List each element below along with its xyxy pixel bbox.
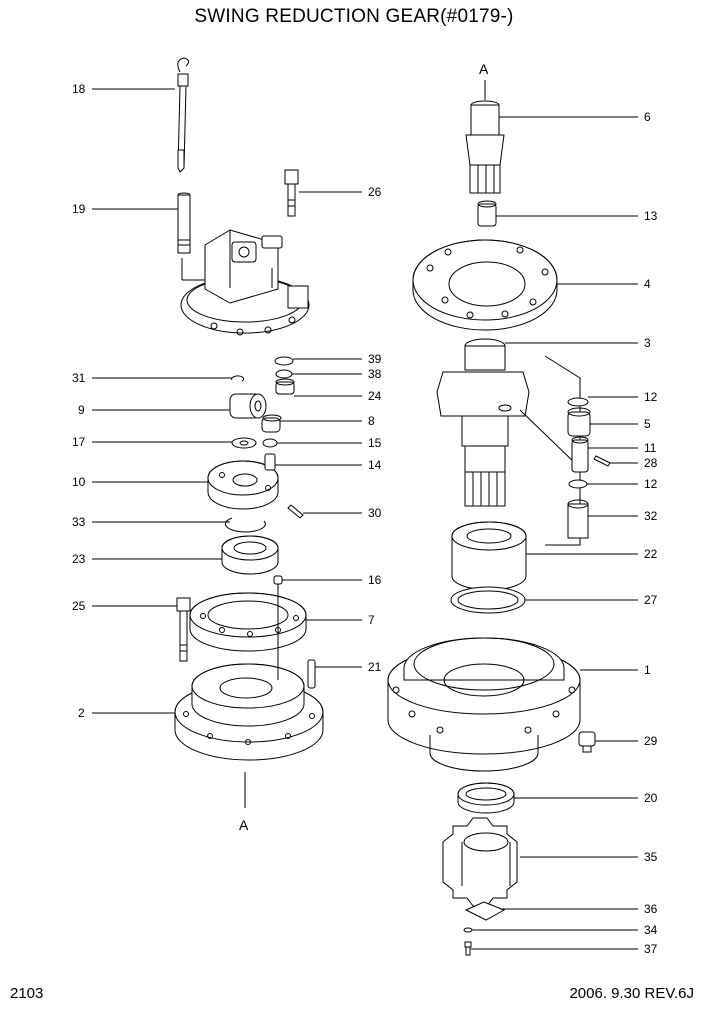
leader-lines-left <box>92 88 362 714</box>
part-main-housing <box>387 637 581 772</box>
callout-23: 23 <box>72 552 86 566</box>
part-bushing-32 <box>567 499 589 539</box>
part-bearing-22 <box>451 521 527 591</box>
part-bolt-25 <box>176 597 191 662</box>
callout-12b: 12 <box>644 477 658 491</box>
callout-38: 38 <box>368 367 382 381</box>
part-spring-pin-30 <box>287 504 304 519</box>
part-oil-seal-20 <box>457 782 515 814</box>
callout-29: 29 <box>644 734 658 748</box>
callout-25: 25 <box>72 599 86 613</box>
callout-24: 24 <box>368 389 382 403</box>
callout-8: 8 <box>368 414 375 428</box>
callout-22: 22 <box>644 547 658 561</box>
callout-15: 15 <box>368 436 382 450</box>
callout-20: 20 <box>644 791 658 805</box>
part-motor-housing <box>180 229 310 336</box>
part-snap-ring-33 <box>224 517 266 533</box>
callout-39: 39 <box>368 352 382 366</box>
callout-26: 26 <box>368 185 382 199</box>
part-washer-15 <box>262 438 278 448</box>
callout-3: 3 <box>644 336 651 350</box>
callout-5: 5 <box>644 417 651 431</box>
view-marker-top: A <box>479 61 489 77</box>
part-pin-16 <box>273 575 283 585</box>
part-ring-12b <box>568 479 588 489</box>
callout-30: 30 <box>368 506 382 520</box>
view-marker-bottom: A <box>239 817 249 833</box>
part-plug-29 <box>578 731 596 753</box>
part-carrier <box>207 453 279 510</box>
callout-35: 35 <box>644 850 658 864</box>
part-coupling <box>477 200 497 227</box>
part-bolt-37 <box>464 941 472 956</box>
part-pinion-shaft <box>465 80 505 194</box>
part-gear-5 <box>567 407 591 437</box>
callout-37: 37 <box>644 942 658 956</box>
part-small-rings <box>274 356 295 395</box>
part-ring-gear-4 <box>412 239 558 331</box>
part-needle-bearing <box>261 414 282 433</box>
callout-1: 1 <box>644 663 651 677</box>
part-dipstick <box>177 57 190 173</box>
callout-10: 10 <box>72 475 86 489</box>
page-title: SWING REDUCTION GEAR(#0179-) <box>194 6 514 27</box>
part-snap-ring-31 <box>231 375 245 382</box>
callout-31: 31 <box>72 371 86 385</box>
part-pinion-gear-35 <box>442 817 518 907</box>
callout-17: 17 <box>72 435 86 449</box>
part-washer-34 <box>463 927 473 933</box>
callout-labels: 18 19 26 39 38 31 24 9 8 17 15 14 10 30 … <box>72 82 658 956</box>
callout-11: 11 <box>644 441 657 455</box>
callout-19: 19 <box>72 202 86 216</box>
part-seal-27 <box>450 586 526 614</box>
callout-34: 34 <box>644 923 658 937</box>
part-pin-21 <box>307 659 316 689</box>
callout-18: 18 <box>72 82 86 96</box>
revision-label: 2006. 9.30 REV.6J <box>569 985 694 1002</box>
callout-27: 27 <box>644 593 658 607</box>
callout-12a: 12 <box>644 390 658 404</box>
callout-36: 36 <box>644 902 658 916</box>
callout-33: 33 <box>72 515 86 529</box>
callout-9: 9 <box>78 403 85 417</box>
part-housing-base <box>174 663 324 761</box>
callout-6: 6 <box>644 110 651 124</box>
part-ring-gear-7 <box>189 592 307 652</box>
callout-7: 7 <box>368 613 375 627</box>
part-bolt-26 <box>284 169 299 217</box>
part-bearing-23 <box>221 535 279 575</box>
callout-21: 21 <box>368 660 382 674</box>
part-plate-36 <box>464 901 506 921</box>
leader-lines-right <box>471 116 638 950</box>
callout-28: 28 <box>644 456 658 470</box>
callout-14: 14 <box>368 458 382 472</box>
part-drive-shaft <box>436 338 579 507</box>
part-ring-12a <box>567 397 589 407</box>
part-thrust-washer <box>231 437 257 449</box>
part-pin-28 <box>593 455 611 467</box>
callout-4: 4 <box>644 277 651 291</box>
callout-16: 16 <box>368 573 382 587</box>
callout-32: 32 <box>644 509 658 523</box>
page-number: 2103 <box>10 985 44 1002</box>
part-pin-11 <box>571 436 589 473</box>
part-pipe <box>177 192 191 254</box>
part-planet-gear <box>229 393 267 419</box>
callout-13: 13 <box>644 209 658 223</box>
callout-2: 2 <box>78 706 85 720</box>
